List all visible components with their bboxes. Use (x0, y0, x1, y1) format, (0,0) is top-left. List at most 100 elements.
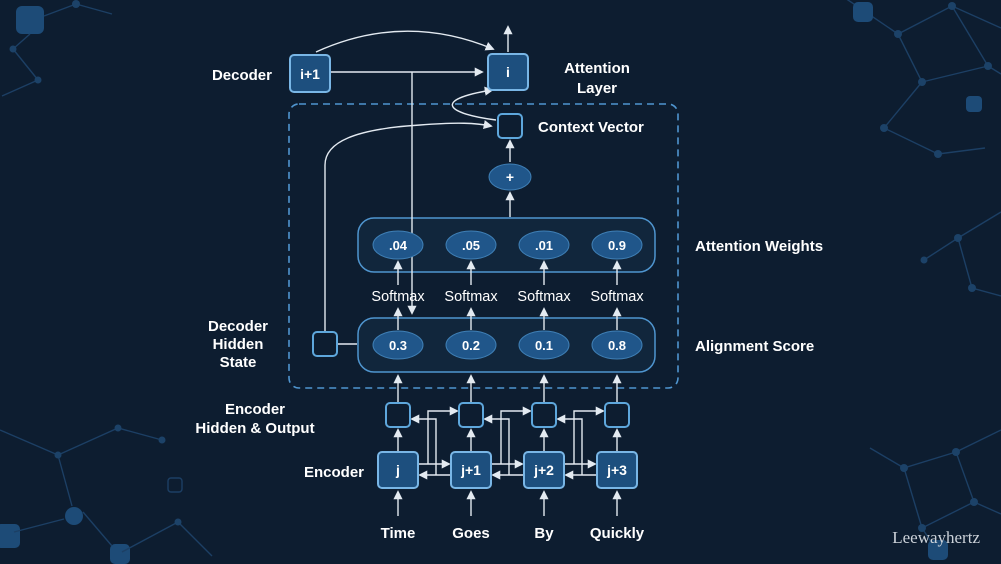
decoder-cell-current (487, 53, 529, 91)
encoder-output-box (458, 402, 484, 428)
decorative-node (948, 2, 956, 10)
decorative-square (853, 2, 873, 22)
attention-layer-frame (288, 103, 679, 389)
decorative-square (966, 96, 982, 112)
decorative-node (918, 524, 926, 532)
watermark: Leewayhertz (892, 528, 980, 547)
encoder-output-boxes (385, 402, 630, 428)
decorative-node (880, 124, 888, 132)
arrow-backward-to-hidden (483, 414, 510, 475)
attention-layer-label-line1: Attention (564, 60, 630, 77)
attention-weight-node (591, 230, 643, 260)
decoder-cell-prev-label: i+1 (300, 66, 320, 82)
input-word: Quickly (590, 525, 645, 542)
encoder-output-box (531, 402, 557, 428)
decorative-node (174, 518, 182, 526)
decorative-square (0, 524, 20, 548)
decorative-lines (0, 427, 213, 557)
attention-weights-label: Attention Weights (695, 238, 823, 255)
decorative-node (65, 507, 83, 525)
decorative-node (952, 448, 960, 456)
encoder-cell (450, 451, 492, 489)
encoder-cell-label: j+3 (606, 462, 627, 478)
alignment-score-value: 0.3 (389, 338, 407, 353)
encoder-cell (523, 451, 565, 489)
decorative-node (900, 464, 908, 472)
softmax-label: Softmax (371, 289, 425, 305)
arrow-forward-to-hidden (500, 406, 532, 464)
decorative-square (928, 540, 948, 560)
softmax-labels: Softmax Softmax Softmax Softmax (371, 289, 644, 305)
alignment-score-node (372, 330, 424, 360)
encoder-cell-label: j (395, 462, 400, 478)
softmax-label: Softmax (444, 289, 498, 305)
sum-node (488, 163, 532, 191)
decorative-square (110, 544, 130, 564)
alignment-score-value: 0.8 (608, 338, 626, 353)
alignment-score-value: 0.2 (462, 338, 480, 353)
arrow-backward-to-hidden (410, 414, 437, 475)
alignment-score-node (591, 330, 643, 360)
decorative-node (114, 424, 122, 432)
attention-weight-node (445, 230, 497, 260)
arrow-forward-to-hidden (427, 406, 459, 464)
arrow-recurrence-arc (315, 30, 495, 53)
encoder-output-box (604, 402, 630, 428)
input-word: Time (381, 525, 416, 542)
encoder-cell (596, 451, 638, 489)
decorative-node (9, 45, 17, 53)
attention-weight-value: 0.9 (608, 238, 626, 253)
arrow-backward-to-hidden (556, 414, 583, 475)
context-vector-label: Context Vector (538, 119, 644, 136)
arrow-context-to-decoder (451, 86, 497, 121)
decoder-cell-prev (289, 54, 331, 93)
decorative-node (158, 436, 166, 444)
alignment-score-nodes: 0.3 0.2 0.1 0.8 (372, 330, 643, 360)
decoder-hidden-state-label-line3: State (220, 354, 257, 371)
attention-weight-nodes: .04 .05 .01 0.9 (372, 230, 643, 260)
attention-weights-container (357, 217, 656, 273)
softmax-label: Softmax (517, 289, 571, 305)
encoder-cells: j j+1 j+2 j+3 (377, 451, 638, 489)
decorative-lines (1, 3, 113, 97)
decoder-cell-current-label: i (506, 64, 510, 80)
decorative-lines (869, 429, 1001, 549)
alignment-score-container (357, 317, 656, 373)
encoder-label: Encoder (304, 464, 364, 481)
decorative-square (16, 6, 44, 34)
plus-operator: + (506, 169, 514, 185)
encoder-hidden-output-label-line2: Hidden & Output (195, 420, 314, 437)
input-word: Goes (452, 525, 490, 542)
decorative-lines (923, 211, 1001, 297)
decorative-node (934, 150, 942, 158)
decoder-hidden-state-label-line2: Hidden (213, 336, 264, 353)
attention-weight-value: .04 (389, 238, 408, 253)
decorative-node (34, 76, 42, 84)
decorative-node (918, 78, 926, 86)
decorative-node (968, 284, 976, 292)
static-labels: Decoder Attention Layer Context Vector A… (195, 60, 823, 481)
decoder-hidden-state-box (312, 331, 338, 357)
attention-weight-node (372, 230, 424, 260)
arrow-forward-to-hidden (573, 406, 605, 464)
arrow-hidden-state-to-context (324, 120, 493, 331)
decorative-node (920, 256, 928, 264)
decorative-node (54, 451, 62, 459)
encoder-cell-label: j+1 (460, 462, 481, 478)
encoder-hidden-output-label-line1: Encoder (225, 401, 285, 418)
decorative-node (954, 234, 962, 242)
decoder-label: Decoder (212, 67, 272, 84)
encoder-cell-label: j+2 (533, 462, 554, 478)
attention-layer-label-line2: Layer (577, 80, 617, 97)
attention-weight-value: .01 (535, 238, 553, 253)
decoder-hidden-state-label-line1: Decoder (208, 318, 268, 335)
softmax-label: Softmax (590, 289, 644, 305)
attention-weight-node (518, 230, 570, 260)
decorative-node (984, 62, 992, 70)
decoder-cells: i+1 i (289, 53, 529, 93)
decorative-node (970, 498, 978, 506)
alignment-score-value: 0.1 (535, 338, 553, 353)
input-word: By (534, 525, 554, 542)
